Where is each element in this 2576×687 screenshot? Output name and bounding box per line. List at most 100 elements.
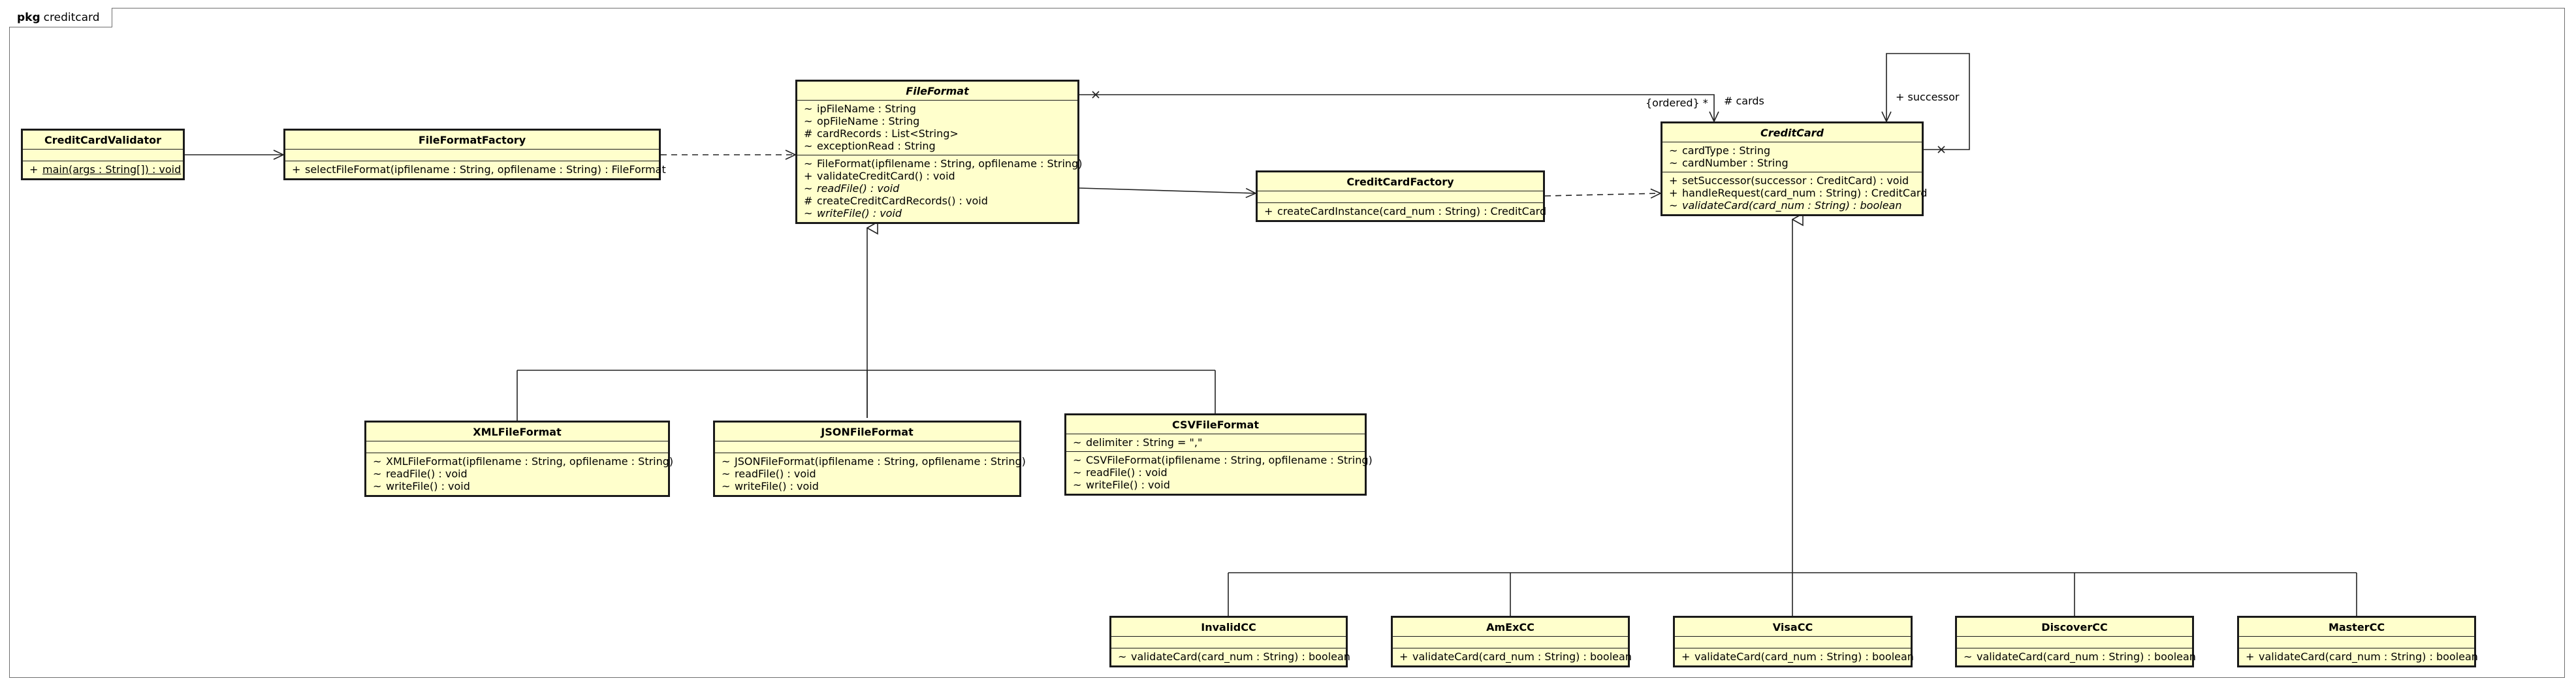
attributes-compartment xyxy=(366,441,668,453)
attribute-row: # cardRecords : List<String> xyxy=(804,127,1071,140)
operation-row: ~validateCard(card_num : String) : boole… xyxy=(1964,650,2196,663)
attribute-text: cardNumber : String xyxy=(1682,157,1789,169)
operations-compartment: +setSuccessor(successor : CreditCard) : … xyxy=(1662,172,1927,214)
operation-text: handleRequest(card_num : String) : Credi… xyxy=(1682,187,1928,199)
operation-row: + selectFileFormat(ipfilename : String, o… xyxy=(292,163,666,176)
operation-row: ~ XMLFileFormat(ipfilename : String, opfi… xyxy=(373,455,673,468)
operation-row: ~writeFile() : void xyxy=(804,207,1071,219)
operation-text: validateCard(card_num : String) : boolea… xyxy=(1694,650,1914,663)
operation-text: createCreditCardRecords() : void xyxy=(817,195,988,207)
class-name-creditcard: CreditCard xyxy=(1662,123,1922,142)
visibility-marker: ~ xyxy=(1073,436,1082,449)
class-csvfileformat[interactable]: CSVFileFormat ~delimiter : String = "," ~C… xyxy=(1064,413,1373,496)
visibility-marker: # xyxy=(804,195,813,207)
operation-text: readFile() : void xyxy=(817,182,900,195)
operation-text: validateCard(card_num : String) : boolea… xyxy=(1131,650,1350,663)
visibility-marker: + xyxy=(1669,187,1678,199)
visibility-marker: ~ xyxy=(722,480,731,492)
visibility-marker: ~ xyxy=(804,140,813,152)
class-name-creditcardfactory: CreditCardFactory xyxy=(1258,172,1543,191)
class-name-creditcardvalidator: CreditCardValidator xyxy=(23,131,183,150)
class-creditcard[interactable]: CreditCard ~ cardType : String~cardNumber … xyxy=(1661,121,1927,216)
attribute-text: cardRecords : List<String> xyxy=(817,127,959,140)
attribute-text: exceptionRead : String xyxy=(817,140,936,152)
operation-text: XMLFileFormat(ipfilename : String, opfil… xyxy=(386,455,674,468)
operations-compartment: ~validateCard(card_num : String) : boole… xyxy=(1111,648,1350,665)
attributes-compartment xyxy=(715,441,1019,453)
visibility-marker: + xyxy=(29,163,39,176)
attribute-row: ~cardNumber : String xyxy=(1669,157,1915,169)
operations-compartment: ~CSVFileFormat(ipfilename : String, opfi… xyxy=(1066,452,1373,494)
operation-row: +setSuccessor(successor : CreditCard) : … xyxy=(1669,174,1915,187)
operation-row: ~validateCard(card_num : String) : boole… xyxy=(1669,199,1915,212)
class-amexcc[interactable]: AmExCC+validateCard(card_num : String) :… xyxy=(1391,616,1632,667)
class-visacc[interactable]: VisaCC+validateCard(card_num : String) :… xyxy=(1673,616,1914,667)
operation-row: + handleRequest(card_num : String) : Cred… xyxy=(1669,187,1927,199)
visibility-marker: ~ xyxy=(1073,466,1082,479)
attributes-compartment xyxy=(1111,637,1346,648)
visibility-marker: + xyxy=(292,163,301,176)
visibility-marker: ~ xyxy=(722,468,731,480)
class-discovercc[interactable]: DiscoverCC ~validateCard(card_num : Strin… xyxy=(1955,616,2196,667)
attribute-row: ~delimiter : String = "," xyxy=(1073,436,1358,449)
operation-row: ~readFile() : void xyxy=(722,468,1013,480)
attributes-compartment xyxy=(1393,637,1628,648)
visibility-marker: + xyxy=(1399,650,1408,663)
attributes-compartment: ~ cardType : String~cardNumber : String xyxy=(1662,142,1922,172)
operation-row: +validateCard(card_num : String) : boole… xyxy=(1399,650,1632,663)
class-mastercc[interactable]: MasterCC+validateCard(card_num : String)… xyxy=(2237,616,2478,667)
attribute-row: ~ exceptionRead : String xyxy=(804,140,1071,152)
class-name-discovercc: DiscoverCC xyxy=(1957,618,2192,637)
operation-text: createCardInstance(card_num : String) : … xyxy=(1277,205,1547,217)
operation-row: +main(args : String[]) : void xyxy=(29,163,181,176)
visibility-marker: # xyxy=(804,127,813,140)
operations-compartment: +main(args : String[]) : void xyxy=(23,161,183,178)
operation-row: ~writeFile() : void xyxy=(1073,479,1358,491)
class-name-xmlfileformat: XMLFileFormat xyxy=(366,423,668,441)
cards-multiplicity-label: {ordered} * xyxy=(1646,97,1708,109)
attribute-text: cardType : String xyxy=(1682,144,1771,157)
operation-row: ~readFile() : void xyxy=(373,468,661,480)
operation-text: writeFile() : void xyxy=(386,480,470,492)
attributes-compartment xyxy=(1258,191,1543,203)
class-invalidcc[interactable]: InvalidCC~validateCard(card_num : String… xyxy=(1109,616,1350,667)
operation-row: +createCardInstance(card_num : String) :… xyxy=(1264,205,1546,217)
visibility-marker: + xyxy=(1669,174,1678,187)
operation-row: ~ JSONFileFormat(ipfilename : String, opf… xyxy=(722,455,1026,468)
operation-text: writeFile() : void xyxy=(735,480,819,492)
class-fileformat[interactable]: FileFormat~ipFileName : String~opFileNam… xyxy=(795,80,1083,224)
operation-text: main(args : String[]) : void xyxy=(42,163,182,176)
attribute-text: opFileName : String xyxy=(817,115,920,127)
visibility-marker: ~ xyxy=(804,207,813,219)
association-fileformat-cards xyxy=(1079,94,1719,123)
class-creditcardvalidator[interactable]: CreditCardValidator +main(args : String[]… xyxy=(21,129,185,180)
class-name-jsonfileformat: JSONFileFormat xyxy=(715,423,1019,441)
generalization-creditcard-tree xyxy=(1228,219,2357,616)
package-frame xyxy=(9,8,2565,678)
operation-text: readFile() : void xyxy=(1086,466,1168,479)
class-xmlfileformat[interactable]: XMLFileFormat ~ XMLFileFormat(ipfilename :… xyxy=(364,421,673,497)
package-name: creditcard xyxy=(43,11,100,24)
operations-compartment: +createCardInstance(card_num : String) :… xyxy=(1258,203,1546,220)
attributes-compartment xyxy=(1957,637,2192,648)
attributes-compartment xyxy=(2239,637,2474,648)
operation-row: ~writeFile() : void xyxy=(373,480,661,492)
class-fileformatfactory[interactable]: FileFormatFactory+selectFileFormat(ipfil… xyxy=(283,129,666,180)
class-creditcardfactory[interactable]: CreditCardFactory +createCardInstance(car… xyxy=(1256,170,1546,222)
association-fileformat-cardfactory xyxy=(1079,187,1257,199)
operation-text: readFile() : void xyxy=(386,468,468,480)
class-name-csvfileformat: CSVFileFormat xyxy=(1066,415,1365,434)
visibility-marker: + xyxy=(804,170,813,182)
operation-text: FileFormat(ipfilename : String, opfilena… xyxy=(817,157,1083,170)
visibility-marker: ~ xyxy=(373,455,382,468)
operation-row: ~ writeFile() : void xyxy=(722,480,1013,492)
visibility-marker: ~ xyxy=(1669,144,1678,157)
operation-text: JSONFileFormat(ipfilename : String, opfi… xyxy=(735,455,1026,468)
class-jsonfileformat[interactable]: JSONFileFormat ~ JSONFileFormat(ipfilename… xyxy=(713,421,1026,497)
operation-text: selectFileFormat(ipfilename : String, op… xyxy=(305,163,666,176)
visibility-marker: ~ xyxy=(1964,650,1973,663)
visibility-marker: ~ xyxy=(722,455,731,468)
attributes-compartment xyxy=(23,150,183,161)
